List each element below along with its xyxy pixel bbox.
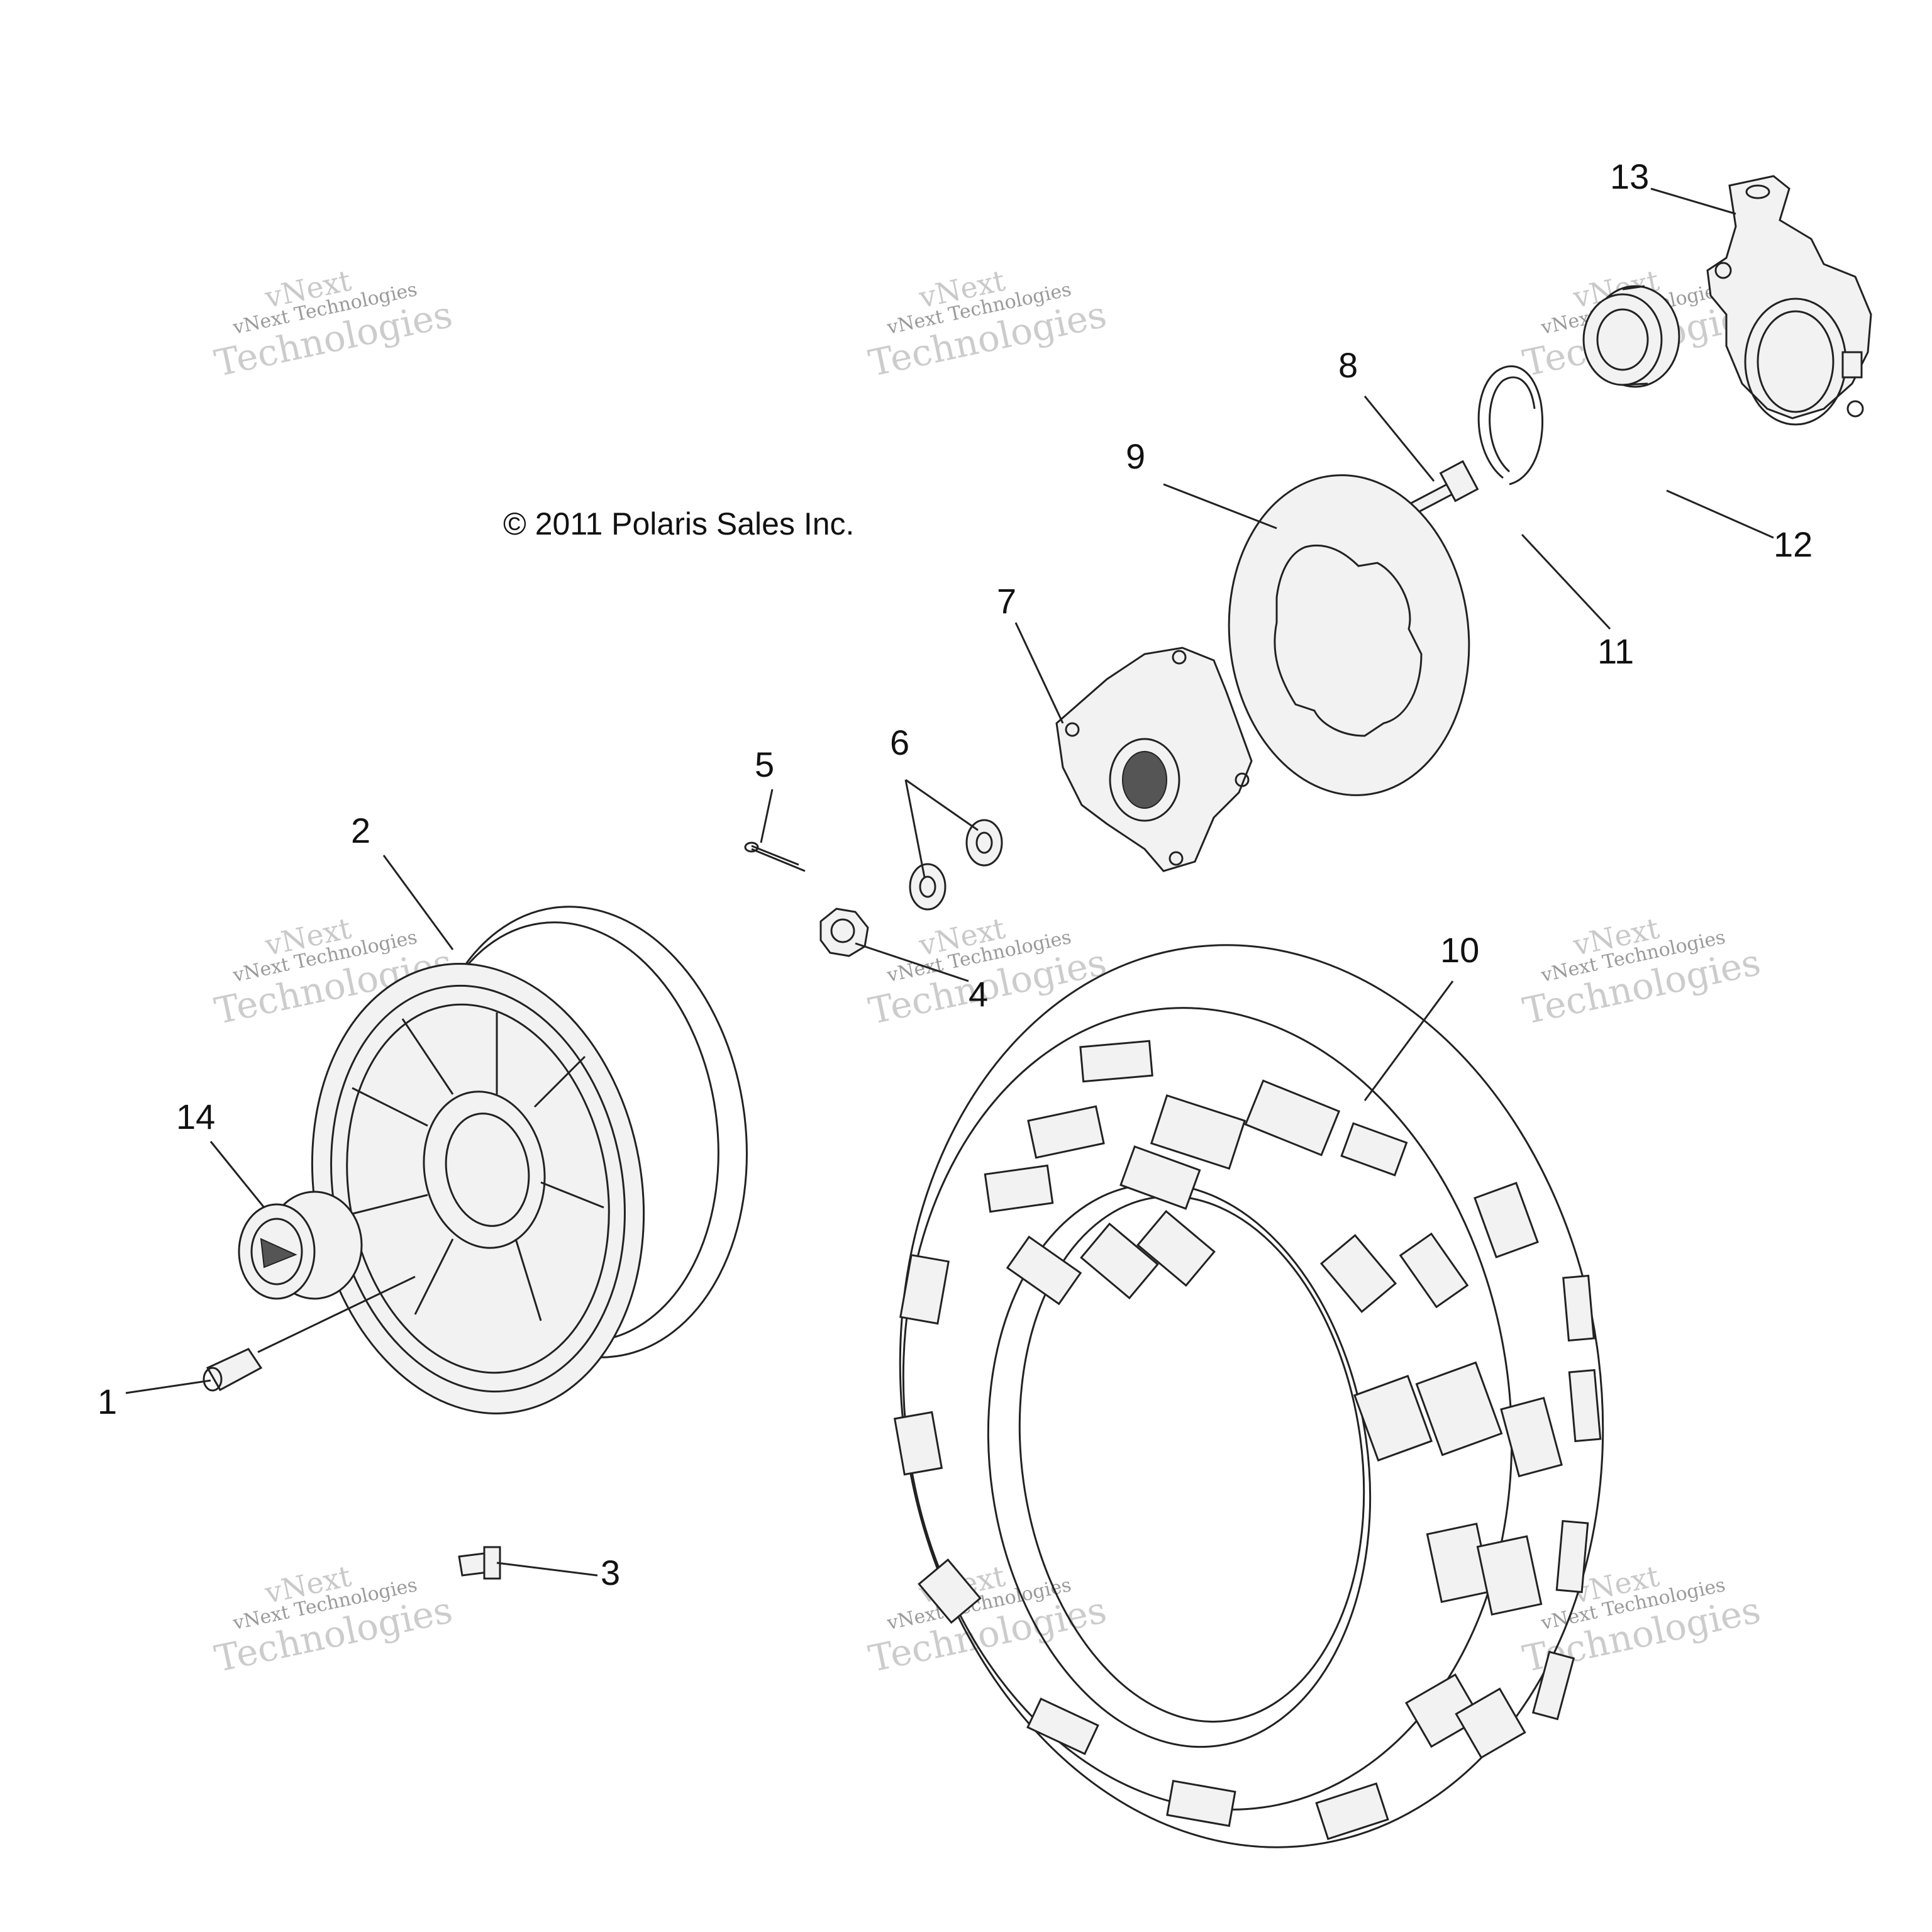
steering-knuckle [1706,175,1872,426]
callout-2: 2 [351,811,370,850]
leader-lines [125,187,1774,1577]
wheel-hub [1055,647,1253,872]
lug-nut [203,1348,263,1392]
snap-ring [1477,365,1544,486]
wheel-rim [311,906,748,1414]
leader-8 [1363,396,1435,482]
callout-5: 5 [755,745,774,784]
callout-7: 7 [997,581,1016,621]
watermark-group: vNext vNext Technologies Technologies [1519,911,1764,1033]
wheel-bearing [1582,285,1680,388]
atv-tire [893,944,1604,1848]
leader-13 [1650,187,1736,215]
watermark-group: vNext vNext Technologies Technologies [211,264,456,385]
callout-1: 1 [97,1382,117,1421]
leader-1 [125,1379,211,1394]
leader-6a [905,779,979,831]
callout-labels: 1 2 3 4 5 6 7 8 9 10 11 12 13 14 [97,157,1813,1592]
leader-14 [209,1141,265,1208]
cotter-pin [744,841,806,872]
center-cap [238,1191,363,1300]
callout-4: 4 [969,974,988,1014]
leader-11 [1521,533,1611,630]
castle-nut [819,908,869,957]
callout-3: 3 [601,1553,620,1592]
leader-1b [257,1275,416,1353]
leader-7 [1014,622,1064,724]
callout-8: 8 [1338,345,1358,385]
callout-9: 9 [1126,436,1145,476]
leader-2 [382,855,454,950]
callout-12: 12 [1774,525,1813,564]
valve-stem [458,1546,501,1580]
callout-14: 14 [176,1097,215,1136]
watermark-group: vNext vNext Technologies Technologies [865,264,1110,385]
callout-11: 11 [1597,631,1634,671]
washer-pair [909,819,1003,911]
callout-10: 10 [1440,930,1479,970]
leader-9 [1163,483,1277,530]
leader-6b [904,779,926,878]
copyright-text: © 2011 Polaris Sales Inc. [503,506,854,541]
callout-13: 13 [1610,157,1649,196]
leader-3 [496,1562,598,1577]
leader-10 [1363,980,1454,1101]
leader-4 [855,942,969,982]
callout-6: 6 [890,723,909,762]
leader-12 [1666,489,1774,539]
watermark-group: vNext vNext Technologies Technologies [211,1559,456,1680]
tire-tread [893,1040,1602,1840]
leader-5 [760,789,774,843]
brake-disc [1228,474,1470,796]
